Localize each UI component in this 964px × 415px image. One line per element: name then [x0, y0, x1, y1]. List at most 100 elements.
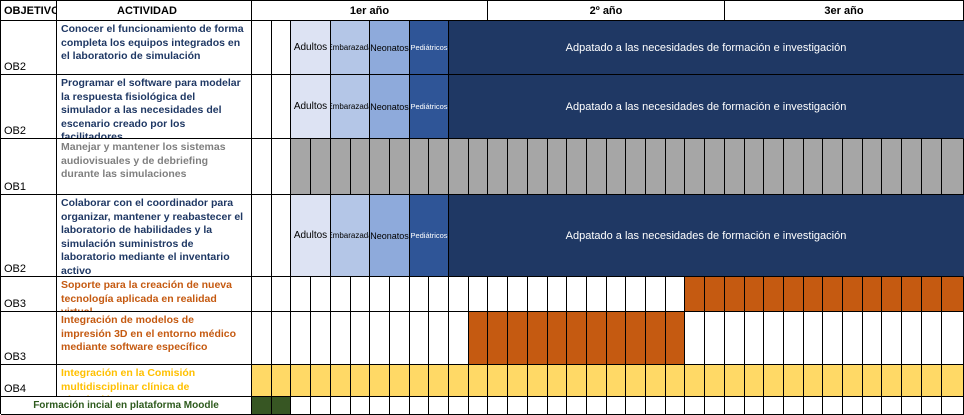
timeline-cell: [646, 312, 666, 365]
timeline-cell: [804, 397, 823, 415]
timeline-cell: [705, 312, 725, 365]
timeline-cell: [272, 312, 291, 365]
timeline-cell: [823, 139, 843, 195]
stage-cell: Neonatos: [370, 75, 410, 139]
timeline-cell: [745, 139, 764, 195]
timeline-cell: [587, 277, 607, 312]
timeline-cell: [548, 277, 567, 312]
timeline-cell: [784, 397, 804, 415]
timeline-cell: [725, 312, 745, 365]
timeline-cell: [311, 397, 331, 415]
timeline-cell: [311, 312, 331, 365]
timeline-cell: [410, 139, 429, 195]
timeline-cell: [843, 397, 863, 415]
timeline-cell: [567, 397, 587, 415]
timeline-cell: [272, 277, 291, 312]
adapted-merged-cell: Adpatado a las necesidades de formación …: [449, 75, 964, 139]
timeline-cell: [508, 312, 528, 365]
timeline-cell: [607, 139, 626, 195]
timeline-cell: [725, 277, 745, 312]
timeline-cell: [626, 365, 646, 397]
timeline-cell: [370, 139, 390, 195]
header-actividad: ACTIVIDAD: [57, 1, 252, 21]
stage-cell: Embarazada: [331, 75, 370, 139]
timeline-cell: [272, 21, 291, 75]
timeline-cell: [942, 277, 964, 312]
timeline-cell: [508, 397, 528, 415]
header-year: 2º año: [488, 1, 725, 21]
timeline-cell: [587, 312, 607, 365]
timeline-cell: [626, 312, 646, 365]
timeline-cell: [843, 365, 863, 397]
timeline-cell: [745, 312, 764, 365]
stage-cell: Pediátricos: [410, 21, 449, 75]
timeline-cell: [764, 312, 784, 365]
activity-cell: Programar el software para modelar la re…: [57, 75, 252, 139]
timeline-cell: [528, 277, 548, 312]
timeline-cell: [528, 365, 548, 397]
timeline-cell: [607, 365, 626, 397]
activity-cell: Colaborar con el coordinador para organi…: [57, 195, 252, 277]
timeline-cell: [922, 397, 942, 415]
timeline-cell: [252, 312, 272, 365]
timeline-cell: [705, 365, 725, 397]
timeline-cell: [548, 365, 567, 397]
objective-cell: OB4: [1, 365, 57, 397]
timeline-cell: [804, 312, 823, 365]
timeline-cell: [429, 365, 449, 397]
timeline-cell: [607, 397, 626, 415]
timeline-cell: [252, 277, 272, 312]
timeline-cell: [410, 312, 429, 365]
timeline-cell: [567, 139, 587, 195]
header-year: 3er año: [725, 1, 964, 21]
timeline-cell: [942, 312, 964, 365]
timeline-cell: [252, 21, 272, 75]
timeline-cell: [607, 277, 626, 312]
activity-cell: Formación incial en plataforma Moodle: [1, 397, 252, 415]
timeline-cell: [666, 397, 685, 415]
timeline-cell: [942, 139, 964, 195]
timeline-cell: [784, 277, 804, 312]
timeline-cell: [528, 312, 548, 365]
timeline-cell: [508, 139, 528, 195]
timeline-cell: [666, 312, 685, 365]
stage-cell: Adultos: [291, 75, 331, 139]
timeline-cell: [863, 139, 882, 195]
timeline-cell: [351, 365, 370, 397]
timeline-cell: [410, 365, 429, 397]
timeline-cell: [331, 397, 351, 415]
timeline-cell: [272, 195, 291, 277]
objective-cell: OB2: [1, 21, 57, 75]
timeline-cell: [390, 365, 410, 397]
timeline-cell: [311, 139, 331, 195]
timeline-cell: [764, 365, 784, 397]
timeline-cell: [725, 397, 745, 415]
timeline-cell: [685, 397, 705, 415]
timeline-cell: [922, 365, 942, 397]
timeline-cell: [272, 139, 291, 195]
timeline-cell: [863, 397, 882, 415]
timeline-cell: [666, 277, 685, 312]
timeline-cell: [843, 277, 863, 312]
timeline-cell: [922, 277, 942, 312]
timeline-cell: [626, 277, 646, 312]
timeline-cell: [745, 365, 764, 397]
timeline-cell: [528, 397, 548, 415]
timeline-cell: [508, 277, 528, 312]
timeline-cell: [567, 277, 587, 312]
timeline-cell: [902, 277, 922, 312]
timeline-cell: [685, 139, 705, 195]
timeline-cell: [528, 139, 548, 195]
timeline-cell: [449, 365, 469, 397]
timeline-cell: [685, 312, 705, 365]
adapted-merged-cell: Adpatado a las necesidades de formación …: [449, 21, 964, 75]
timeline-cell: [469, 397, 488, 415]
timeline-cell: [725, 365, 745, 397]
timeline-cell: [882, 365, 902, 397]
timeline-cell: [567, 312, 587, 365]
stage-cell: Neonatos: [370, 21, 410, 75]
timeline-cell: [685, 365, 705, 397]
timeline-cell: [449, 397, 469, 415]
timeline-cell: [449, 312, 469, 365]
